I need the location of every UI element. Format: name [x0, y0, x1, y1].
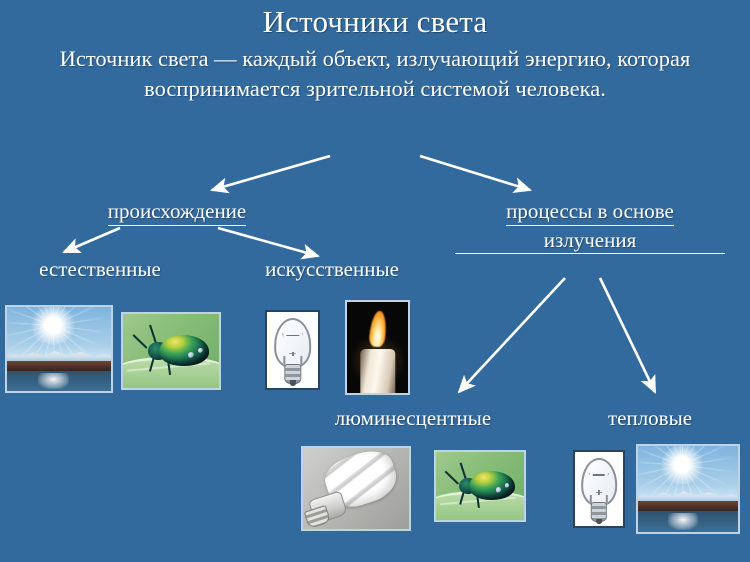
- beetle-antenna-icon: [459, 462, 467, 480]
- beetle-antenna-icon: [444, 470, 459, 484]
- image-bulb-thermal: [573, 450, 625, 528]
- node-natural: естественные: [39, 257, 161, 281]
- node-origin-label: происхождение: [107, 199, 247, 226]
- arrow-process-to-luminescent: [457, 277, 566, 394]
- shoreline: [7, 360, 111, 371]
- arrow-origin-to-artificial: [217, 226, 321, 260]
- bulb-filament: [285, 334, 300, 337]
- arrow-definition-to-process: [419, 154, 532, 193]
- sun-reflection: [38, 372, 70, 390]
- bulb-neck: [589, 494, 609, 504]
- image-sun-thermal: [636, 444, 740, 534]
- arrow-definition-to-origin: [210, 154, 331, 194]
- shoreline: [638, 501, 738, 512]
- bulb-filament: [592, 474, 606, 476]
- bulb-contact-tip: [289, 380, 296, 386]
- beetle-highlight: [197, 348, 203, 354]
- sun-icon: [659, 446, 705, 485]
- arrow-process-to-thermal: [598, 277, 657, 394]
- image-bulb-artificial: [265, 310, 320, 390]
- beetle-highlight: [188, 352, 195, 359]
- node-process: процессы в основе излучения: [455, 199, 725, 255]
- image-sun-natural: [5, 305, 113, 393]
- image-beetle-natural: [121, 312, 221, 390]
- beetle-antenna-icon: [148, 324, 157, 344]
- bulb-contact-tip: [596, 518, 602, 524]
- beetle-highlight: [504, 483, 510, 489]
- node-luminescent: люминесцентные: [334, 406, 492, 430]
- arrow-origin-to-natural: [62, 226, 121, 254]
- beetle-highlight: [495, 487, 502, 493]
- flame-core: [375, 329, 382, 345]
- node-process-label-line1: процессы в основе: [506, 199, 674, 226]
- image-candle-artificial: [345, 300, 410, 395]
- image-beetle-luminescent: [434, 450, 526, 522]
- node-origin: происхождение: [52, 199, 302, 226]
- page-title: Источники света: [262, 4, 488, 39]
- node-thermal: тепловые: [607, 406, 693, 430]
- beetle-antenna-icon: [132, 333, 148, 349]
- definition-text: Источник света — каждый объект, излучающ…: [59, 46, 691, 101]
- candle-body: [359, 349, 396, 393]
- image-cfl-luminescent: [301, 446, 411, 531]
- sun-icon: [28, 307, 77, 345]
- bulb-neck: [282, 356, 303, 366]
- node-process-label-line2: излучения: [455, 228, 725, 255]
- sun-reflection: [668, 513, 698, 531]
- node-artificial: искусственные: [265, 257, 399, 281]
